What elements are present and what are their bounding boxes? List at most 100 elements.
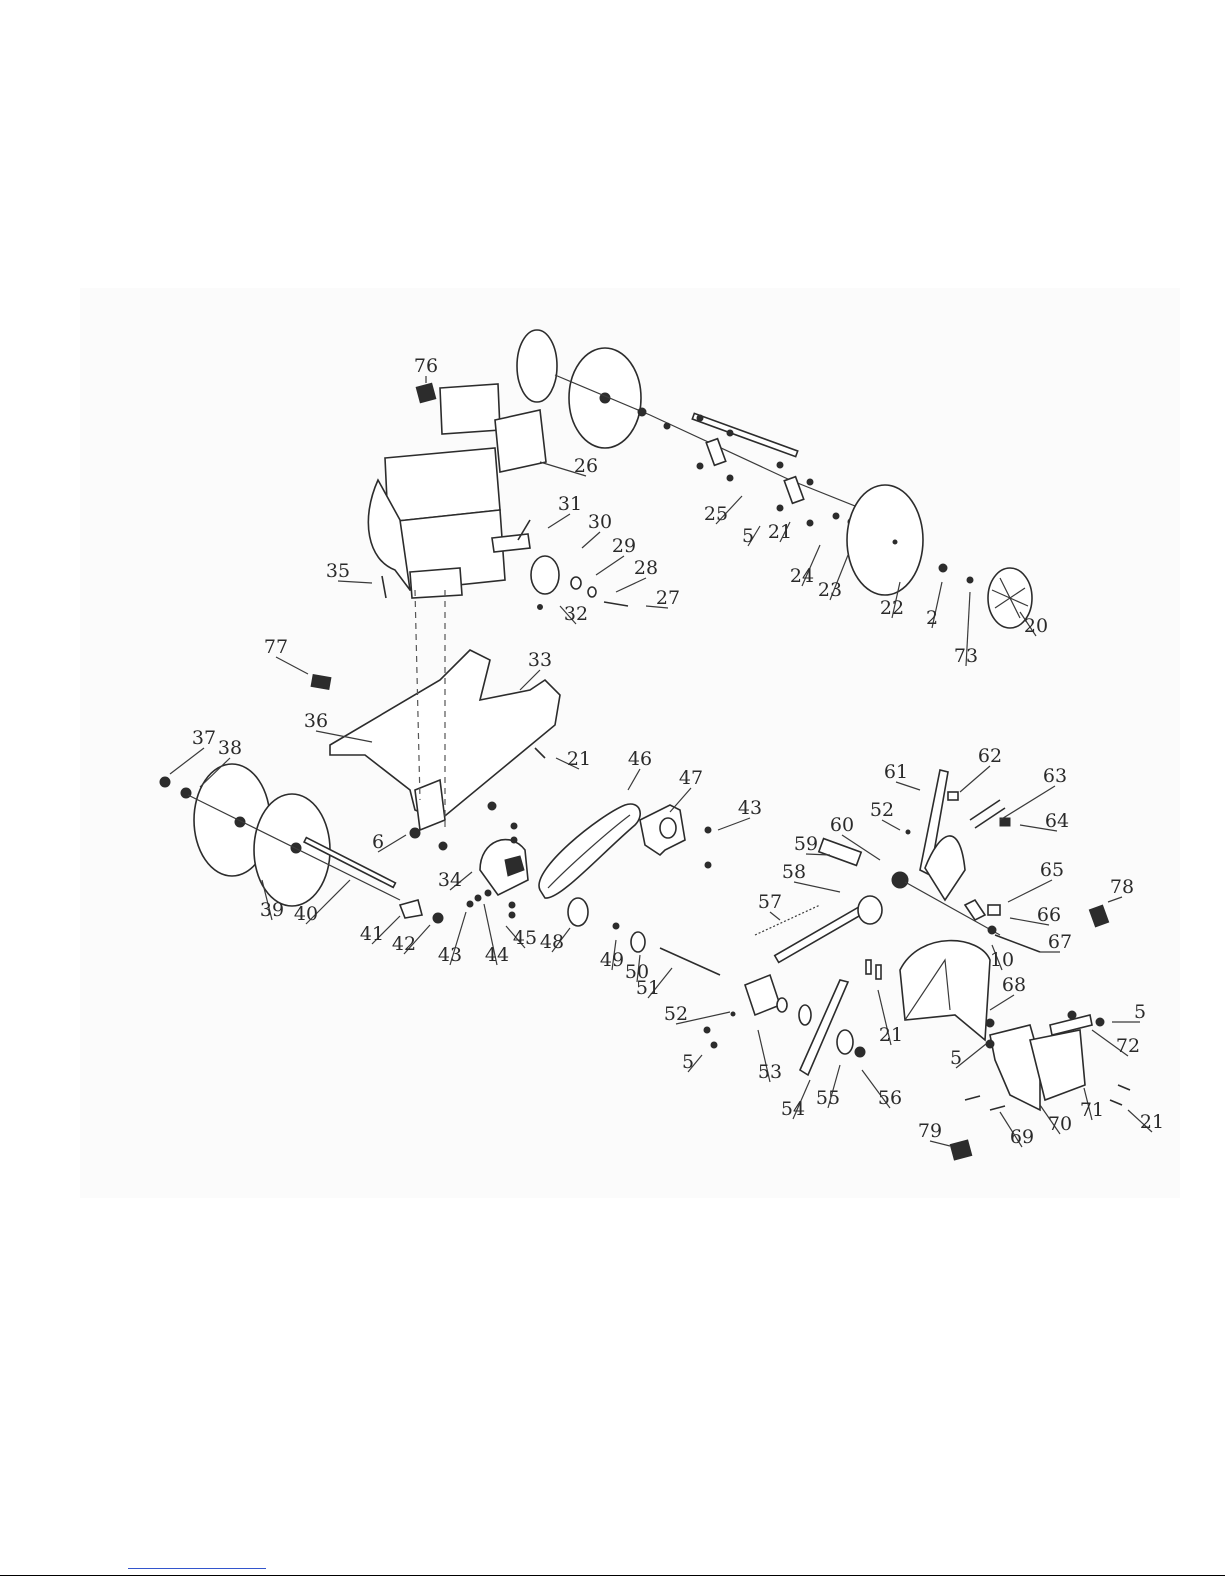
part-60 bbox=[892, 872, 908, 888]
callout-number-51: 51 bbox=[636, 977, 660, 999]
callout-number-29: 29 bbox=[612, 535, 636, 557]
bushing-part-58 bbox=[858, 896, 882, 924]
callout-number-38: 38 bbox=[218, 737, 242, 759]
callout-number-21: 21 bbox=[768, 521, 792, 543]
callout-number-72: 72 bbox=[1116, 1035, 1140, 1057]
callout-number-26: 26 bbox=[574, 455, 598, 477]
callout-number-36: 36 bbox=[304, 710, 328, 732]
part-44 bbox=[475, 895, 481, 901]
callout-number-77: 77 bbox=[264, 636, 288, 658]
callout-number-10: 10 bbox=[990, 949, 1014, 971]
callout-number-64: 64 bbox=[1045, 810, 1069, 832]
leader-line bbox=[990, 995, 1014, 1010]
callout-number-6: 6 bbox=[372, 831, 384, 853]
callout-number-53: 53 bbox=[758, 1061, 782, 1083]
leader-line bbox=[718, 818, 750, 830]
part-21-b bbox=[866, 960, 871, 974]
part-42 bbox=[433, 913, 443, 923]
callout-number-37: 37 bbox=[192, 727, 216, 749]
housing-part-53 bbox=[745, 975, 780, 1015]
callout-number-45: 45 bbox=[513, 927, 537, 949]
callout-number-25: 25 bbox=[704, 503, 728, 525]
engine-part bbox=[368, 384, 546, 598]
callout-number-61: 61 bbox=[884, 761, 908, 783]
part-32 bbox=[538, 605, 543, 610]
nut-part-56 bbox=[855, 1047, 865, 1057]
part-73 bbox=[967, 577, 973, 583]
part-76 bbox=[416, 383, 436, 403]
callout-number-21: 21 bbox=[879, 1024, 903, 1046]
callout-number-5: 5 bbox=[950, 1047, 962, 1069]
part-79 bbox=[950, 1140, 972, 1160]
callout-number-23: 23 bbox=[818, 579, 842, 601]
footer-link-underline bbox=[128, 1568, 266, 1569]
leader-line bbox=[616, 578, 646, 592]
part-52-a bbox=[731, 1012, 735, 1016]
part-43-a bbox=[467, 901, 473, 907]
callout-number-43: 43 bbox=[438, 944, 462, 966]
callout-number-22: 22 bbox=[880, 597, 904, 619]
callout-number-70: 70 bbox=[1048, 1113, 1072, 1135]
part-35 bbox=[382, 576, 386, 598]
callout-number-30: 30 bbox=[588, 511, 612, 533]
callout-number-5: 5 bbox=[1134, 1001, 1146, 1023]
callout-number-67: 67 bbox=[1048, 931, 1072, 953]
callout-number-79: 79 bbox=[918, 1120, 942, 1142]
callout-number-32: 32 bbox=[564, 603, 588, 625]
callout-number-48: 48 bbox=[540, 931, 564, 953]
leader-line bbox=[896, 782, 920, 790]
callout-number-46: 46 bbox=[628, 748, 652, 770]
callout-number-57: 57 bbox=[758, 891, 782, 913]
part-55 bbox=[837, 1030, 853, 1054]
part-69 bbox=[965, 1096, 980, 1100]
callout-number-31: 31 bbox=[558, 493, 582, 515]
leader-line bbox=[276, 657, 308, 674]
footer-rule bbox=[0, 1575, 1225, 1576]
callout-number-41: 41 bbox=[360, 923, 384, 945]
leader-line bbox=[770, 912, 780, 920]
callout-number-63: 63 bbox=[1043, 765, 1067, 787]
pulley-part-48 bbox=[568, 898, 588, 926]
part-65 bbox=[988, 905, 1000, 915]
callout-number-35: 35 bbox=[326, 560, 350, 582]
wheel-upper-rim bbox=[517, 330, 557, 402]
part-29 bbox=[571, 577, 581, 589]
bracket-part-70 bbox=[990, 1025, 1040, 1110]
callout-number-56: 56 bbox=[878, 1087, 902, 1109]
wheel-part-22 bbox=[847, 485, 923, 595]
part-45 bbox=[485, 890, 491, 896]
callout-number-28: 28 bbox=[634, 557, 658, 579]
callout-number-5: 5 bbox=[742, 525, 754, 547]
chute-part-68 bbox=[900, 941, 990, 1040]
callout-number-65: 65 bbox=[1040, 859, 1064, 881]
part-10 bbox=[988, 926, 996, 934]
callout-number-66: 66 bbox=[1037, 904, 1061, 926]
leader-line bbox=[794, 882, 840, 892]
callout-number-34: 34 bbox=[438, 869, 462, 891]
part-37 bbox=[160, 777, 170, 787]
part-78 bbox=[1089, 905, 1108, 927]
part-52-b bbox=[906, 830, 910, 834]
callout-number-49: 49 bbox=[600, 949, 624, 971]
callout-number-76: 76 bbox=[414, 355, 438, 377]
part-77 bbox=[311, 675, 331, 690]
callout-number-78: 78 bbox=[1110, 876, 1134, 898]
callout-number-52: 52 bbox=[664, 1003, 688, 1025]
callout-number-47: 47 bbox=[679, 767, 703, 789]
part-2 bbox=[939, 564, 947, 572]
callout-number-21: 21 bbox=[567, 748, 591, 770]
blade-part-54 bbox=[800, 980, 848, 1075]
callout-number-55: 55 bbox=[816, 1087, 840, 1109]
leader-line bbox=[628, 769, 640, 790]
part-62 bbox=[948, 792, 958, 800]
leader-line bbox=[670, 788, 691, 812]
callout-number-62: 62 bbox=[978, 745, 1002, 767]
callout-number-68: 68 bbox=[1002, 974, 1026, 996]
part-43-b bbox=[705, 827, 711, 833]
bearing-part-50 bbox=[631, 932, 645, 952]
callout-number-43: 43 bbox=[738, 797, 762, 819]
callout-number-20: 20 bbox=[1024, 615, 1048, 637]
callout-number-71: 71 bbox=[1080, 1099, 1104, 1121]
leader-line bbox=[1008, 880, 1052, 902]
